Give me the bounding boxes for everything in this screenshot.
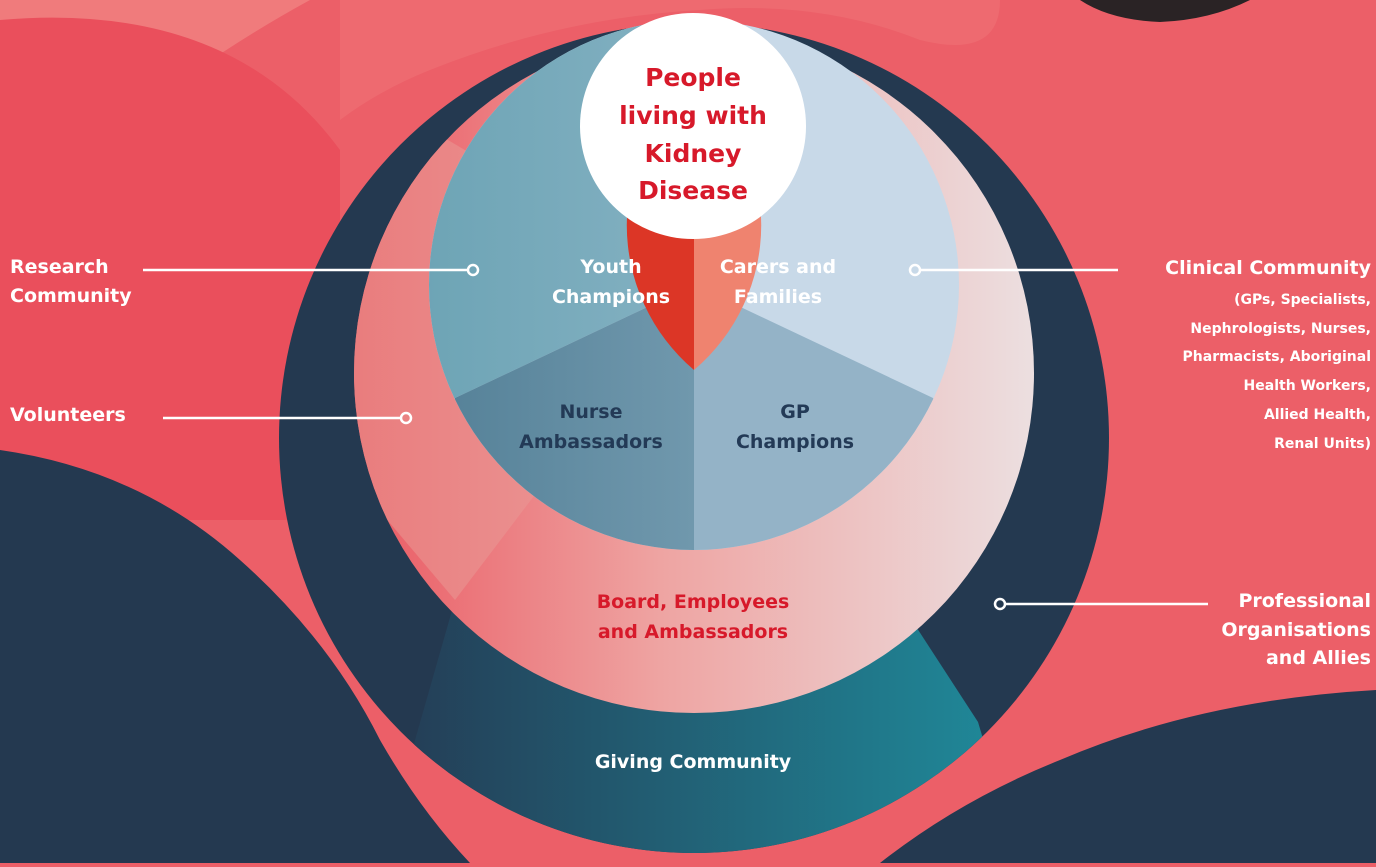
clinical-dot	[908, 263, 922, 277]
center-line-4: Disease	[638, 176, 748, 205]
bg-dark-corner	[1080, 0, 1250, 22]
youth-label-line-2: Champions	[552, 286, 670, 308]
carers-label-line-1: Carers and	[720, 256, 836, 278]
gp-label-line-1: GP	[780, 401, 810, 423]
center-line-2: living with	[619, 101, 767, 130]
youth-label-line-1: Youth	[579, 256, 641, 278]
center-line-1: People	[645, 63, 741, 92]
clinical-detail-line-3: Pharmacists, Aboriginal	[1183, 349, 1371, 365]
bg-navy-right	[880, 690, 1376, 863]
gp-label-line-2: Champions	[736, 431, 854, 453]
research-label-line-2: Community	[10, 285, 132, 307]
clinical-detail-line-6: Renal Units)	[1274, 436, 1371, 452]
clinical-detail-line-4: Health Workers,	[1244, 378, 1371, 394]
research-label-line-1: Research	[10, 256, 109, 278]
giving-community-label: Giving Community	[595, 751, 792, 773]
clinical-detail-line-1: (GPs, Specialists,	[1234, 292, 1371, 308]
center-circle	[580, 13, 806, 239]
clinical-title: Clinical Community	[1165, 257, 1371, 279]
professional-label-line-1: Professional	[1238, 590, 1371, 612]
board-label-line-1: Board, Employees	[597, 591, 790, 613]
clinical-detail-line-2: Nephrologists, Nurses,	[1190, 321, 1371, 337]
professional-dot	[993, 597, 1007, 611]
research-dot	[466, 263, 480, 277]
bg-navy-left	[0, 450, 470, 863]
nurse-label-line-1: Nurse	[560, 401, 623, 423]
center-label: People living with Kidney Disease	[619, 63, 767, 205]
bg-blob-top	[340, 0, 1000, 120]
clinical-detail-line-5: Allied Health,	[1264, 407, 1371, 423]
professional-label-line-3: and Allies	[1266, 647, 1371, 669]
volunteers-dot	[399, 411, 413, 425]
board-label-line-2: and Ambassadors	[598, 621, 788, 643]
nurse-label-line-2: Ambassadors	[519, 431, 663, 453]
center-line-3: Kidney	[645, 139, 742, 168]
carers-label-line-2: Families	[734, 286, 822, 308]
volunteers-label: Volunteers	[10, 404, 126, 426]
professional-label-line-2: Organisations	[1221, 619, 1371, 641]
